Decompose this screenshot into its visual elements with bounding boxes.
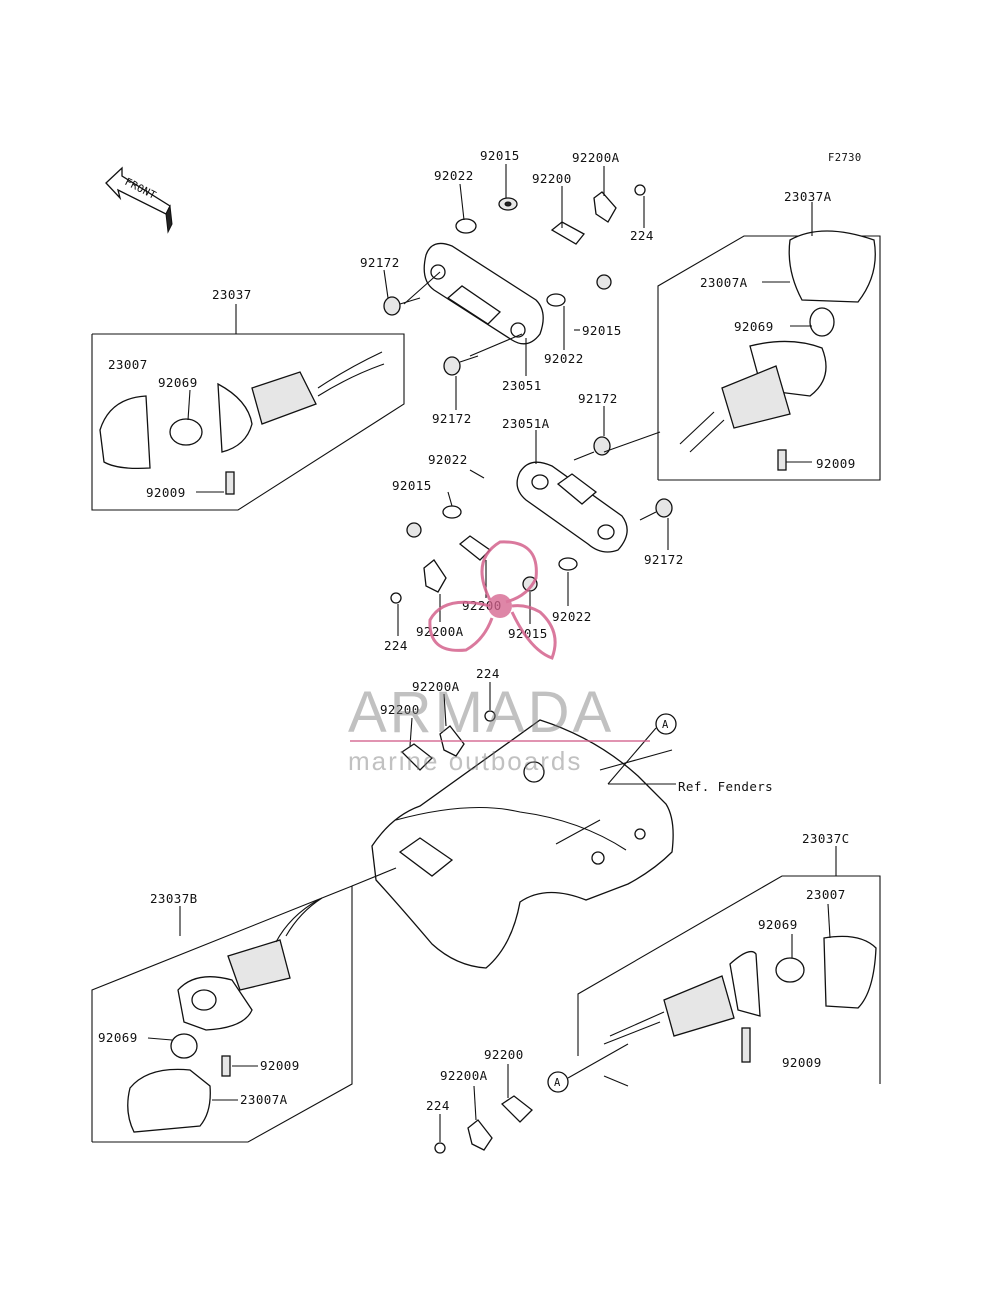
- leader-lines: [147, 164, 837, 1142]
- screw-92172-mid-top: [573, 436, 611, 461]
- bolt-224-bottom: [434, 1142, 446, 1154]
- front-arrow-icon: FRONT: [105, 166, 173, 234]
- watermark-brand: ARMADA: [348, 680, 614, 745]
- label-23051: 23051: [502, 378, 542, 393]
- label-92172: 92172: [644, 552, 684, 567]
- label-92069: 92069: [158, 375, 198, 390]
- label-23051A: 23051A: [502, 416, 550, 431]
- label-92172: 92172: [578, 391, 618, 406]
- label-92015: 92015: [392, 478, 432, 493]
- label-92015: 92015: [508, 626, 548, 641]
- bolt-224-fender: [484, 710, 496, 722]
- figure-code: F2730: [828, 152, 862, 164]
- washer-92015-top: [498, 197, 518, 211]
- box-23037B: [91, 885, 353, 1143]
- propeller-logo-icon: [428, 540, 557, 660]
- nut-92015-mid: [596, 274, 612, 290]
- label-92069: 92069: [734, 319, 774, 334]
- signal-23037A: [679, 230, 876, 471]
- label-23037A: 23037A: [784, 189, 832, 204]
- screw-92172-upper-left: [383, 296, 421, 316]
- nut-92015-mid-left: [406, 522, 422, 538]
- label-23007A: 23007A: [240, 1092, 288, 1107]
- watermark-tagline: marine outboards: [348, 746, 582, 776]
- callout-a-top: A: [655, 713, 677, 735]
- ref-fenders-label: Ref. Fenders: [678, 779, 773, 794]
- rear-fender: [371, 719, 674, 969]
- label-92009: 92009: [260, 1058, 300, 1073]
- svg-text:A: A: [554, 1077, 561, 1089]
- label-224: 224: [426, 1098, 450, 1113]
- label-92022: 92022: [552, 609, 592, 624]
- washer-92022-mid-left: [442, 505, 462, 519]
- clip-92200A-bottom: [467, 1119, 493, 1151]
- label-92172: 92172: [432, 411, 472, 426]
- label-92009: 92009: [816, 456, 856, 471]
- label-23037B: 23037B: [150, 891, 198, 906]
- clip-92200A-top: [593, 191, 617, 223]
- washer-92022-top: [455, 218, 477, 234]
- washer-92022-mid-lower: [558, 557, 578, 571]
- label-92009: 92009: [782, 1055, 822, 1070]
- label-92200A: 92200A: [416, 624, 464, 639]
- washer-92022-mid: [546, 293, 566, 307]
- label-92069: 92069: [98, 1030, 138, 1045]
- plate-92200-bottom: [500, 1095, 533, 1123]
- label-224: 224: [384, 638, 408, 653]
- label-23037C: 23037C: [802, 831, 850, 846]
- box-23037: [91, 333, 405, 511]
- label-23037: 23037: [212, 287, 252, 302]
- label-92069: 92069: [758, 917, 798, 932]
- propeller-hub: [488, 594, 512, 618]
- screw-92172-mid-right: [639, 498, 673, 521]
- label-23007: 23007: [806, 887, 846, 902]
- signal-23037C: [603, 935, 877, 1063]
- label-92022: 92022: [434, 168, 474, 183]
- signal-23037: [99, 351, 385, 495]
- label-92022: 92022: [544, 351, 584, 366]
- label-92200A: 92200A: [572, 150, 620, 165]
- part-labels: 92015 92200A 92022 92200 224 92172 23037…: [98, 148, 856, 1113]
- plate-92200-top: [550, 221, 585, 245]
- clip-92200A-mid: [423, 559, 447, 593]
- label-92200A: 92200A: [440, 1068, 488, 1083]
- box-23037C: [577, 875, 881, 1084]
- label-92022: 92022: [428, 452, 468, 467]
- svg-text:A: A: [662, 719, 669, 731]
- label-92200: 92200: [484, 1047, 524, 1062]
- bolt-224-top: [634, 184, 646, 196]
- label-92200: 92200: [532, 171, 572, 186]
- watermark: ARMADA marine outboards: [348, 540, 650, 776]
- label-92015: 92015: [480, 148, 520, 163]
- lower-bracket-23051A: [516, 461, 628, 553]
- bolt-224-mid: [390, 592, 402, 604]
- label-92200A: 92200A: [412, 679, 460, 694]
- upper-bracket-23051: [423, 242, 544, 345]
- screw-92172-lower: [443, 355, 479, 376]
- label-23007: 23007: [108, 357, 148, 372]
- signal-23037B: [127, 897, 323, 1133]
- callout-a-bottom: A: [547, 1071, 569, 1093]
- label-92015: 92015: [582, 323, 622, 338]
- label-92009: 92009: [146, 485, 186, 500]
- label-92200: 92200: [380, 702, 420, 717]
- label-224: 224: [630, 228, 654, 243]
- label-92172: 92172: [360, 255, 400, 270]
- label-23007A: 23007A: [700, 275, 748, 290]
- label-224: 224: [476, 666, 500, 681]
- plate-92200-fender: [400, 743, 433, 771]
